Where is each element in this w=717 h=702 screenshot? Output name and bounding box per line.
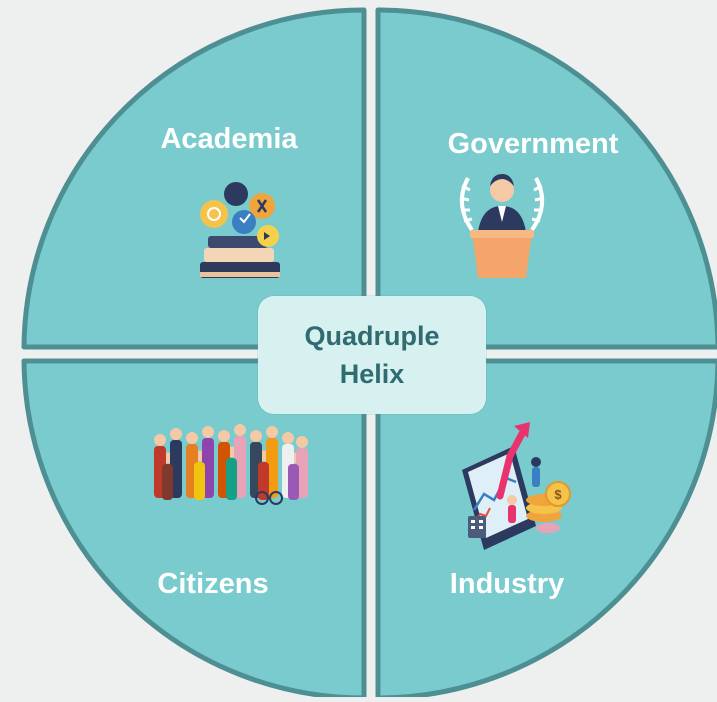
quadrant-citizens[interactable]	[21, 358, 367, 701]
quadrant-academia[interactable]	[21, 7, 367, 350]
label-government: Government	[448, 128, 619, 160]
finance-chart-icon: $	[462, 422, 571, 550]
books-science-icon	[200, 182, 280, 278]
crowd-people-icon	[154, 424, 308, 505]
label-citizens: Citizens	[157, 568, 268, 600]
speaker-podium-icon	[459, 174, 545, 278]
quadrant-government[interactable]	[375, 7, 717, 350]
label-academia: Academia	[160, 123, 298, 155]
center-label-line2: Helix	[339, 359, 405, 389]
svg-text:$: $	[554, 487, 562, 502]
label-industry: Industry	[450, 568, 564, 600]
center-label-line1: Quadruple	[304, 321, 440, 351]
quadrants	[21, 7, 717, 701]
center-label-box: Quadruple Helix	[258, 296, 486, 414]
